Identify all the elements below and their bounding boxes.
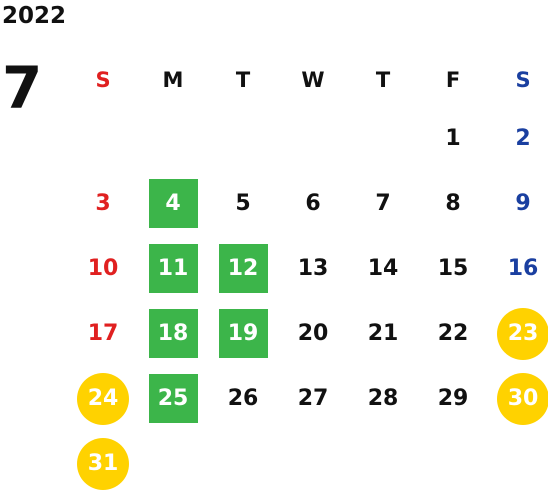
green-highlight-day: 19 xyxy=(218,309,268,358)
day-cell: 24 xyxy=(68,366,138,431)
day-cell: 23 xyxy=(488,301,548,366)
empty-day-cell xyxy=(348,106,418,171)
day-number: 15 xyxy=(437,256,469,281)
day-number: 7 xyxy=(375,191,391,216)
day-cell: 7 xyxy=(348,171,418,236)
day-cell: 13 xyxy=(278,236,348,301)
yellow-highlight-day: 23 xyxy=(497,307,548,360)
day-number: 1 xyxy=(445,126,461,151)
day-cell: 5 xyxy=(208,171,278,236)
day-cell: 29 xyxy=(418,366,488,431)
day-number: 26 xyxy=(227,386,259,411)
day-cell: 20 xyxy=(278,301,348,366)
day-number: 27 xyxy=(297,386,329,411)
day-number: 21 xyxy=(367,321,399,346)
day-number: 13 xyxy=(297,256,329,281)
day-number: 14 xyxy=(367,256,399,281)
month-label: 7 xyxy=(2,54,43,122)
day-cell: 28 xyxy=(348,366,418,431)
day-number: 10 xyxy=(87,256,119,281)
green-highlight-day: 4 xyxy=(148,179,198,228)
day-cell: 11 xyxy=(138,236,208,301)
day-cell: 30 xyxy=(488,366,548,431)
yellow-highlight-day: 30 xyxy=(497,372,548,425)
day-cell: 18 xyxy=(138,301,208,366)
day-cell: 21 xyxy=(348,301,418,366)
day-number: 9 xyxy=(515,191,531,216)
day-cell: 22 xyxy=(418,301,488,366)
calendar-grid: S M T W T F S 1 2 3 4 5 6 7 8 9 10 11 12… xyxy=(68,54,548,496)
year-label: 2022 xyxy=(2,3,67,29)
day-cell: 2 xyxy=(488,106,548,171)
day-cell: 10 xyxy=(68,236,138,301)
day-number: 20 xyxy=(297,321,329,346)
day-number: 16 xyxy=(507,256,539,281)
day-cell: 3 xyxy=(68,171,138,236)
weekday-saturday: S xyxy=(515,68,531,92)
day-number: 5 xyxy=(235,191,251,216)
day-cell: 14 xyxy=(348,236,418,301)
green-highlight-day: 11 xyxy=(148,244,198,293)
day-cell: 16 xyxy=(488,236,548,301)
green-highlight-day: 25 xyxy=(148,374,198,423)
day-cell: 19 xyxy=(208,301,278,366)
empty-day-cell xyxy=(68,106,138,171)
weekday-friday: F xyxy=(445,68,461,92)
day-number: 17 xyxy=(87,321,119,346)
day-cell: 6 xyxy=(278,171,348,236)
day-cell: 12 xyxy=(208,236,278,301)
empty-day-cell xyxy=(138,106,208,171)
day-cell: 1 xyxy=(418,106,488,171)
day-cell: 8 xyxy=(418,171,488,236)
day-number: 22 xyxy=(437,321,469,346)
day-cell: 26 xyxy=(208,366,278,431)
empty-day-cell xyxy=(278,106,348,171)
day-cell: 27 xyxy=(278,366,348,431)
yellow-highlight-day: 24 xyxy=(77,372,129,425)
day-cell: 25 xyxy=(138,366,208,431)
day-cell: 15 xyxy=(418,236,488,301)
day-number: 29 xyxy=(437,386,469,411)
weekday-wednesday: W xyxy=(301,68,325,92)
weekday-thursday: T xyxy=(375,68,391,92)
weekday-monday: M xyxy=(162,68,184,92)
day-cell: 17 xyxy=(68,301,138,366)
day-number: 8 xyxy=(445,191,461,216)
weekday-tuesday: T xyxy=(235,68,251,92)
day-number: 3 xyxy=(95,191,111,216)
day-number: 28 xyxy=(367,386,399,411)
green-highlight-day: 12 xyxy=(218,244,268,293)
day-cell: 31 xyxy=(68,431,138,496)
yellow-highlight-day: 31 xyxy=(77,437,129,490)
day-cell: 4 xyxy=(138,171,208,236)
green-highlight-day: 18 xyxy=(148,309,198,358)
day-number: 6 xyxy=(305,191,321,216)
day-number: 2 xyxy=(515,126,531,151)
day-cell: 9 xyxy=(488,171,548,236)
weekday-sunday: S xyxy=(95,68,111,92)
empty-day-cell xyxy=(208,106,278,171)
